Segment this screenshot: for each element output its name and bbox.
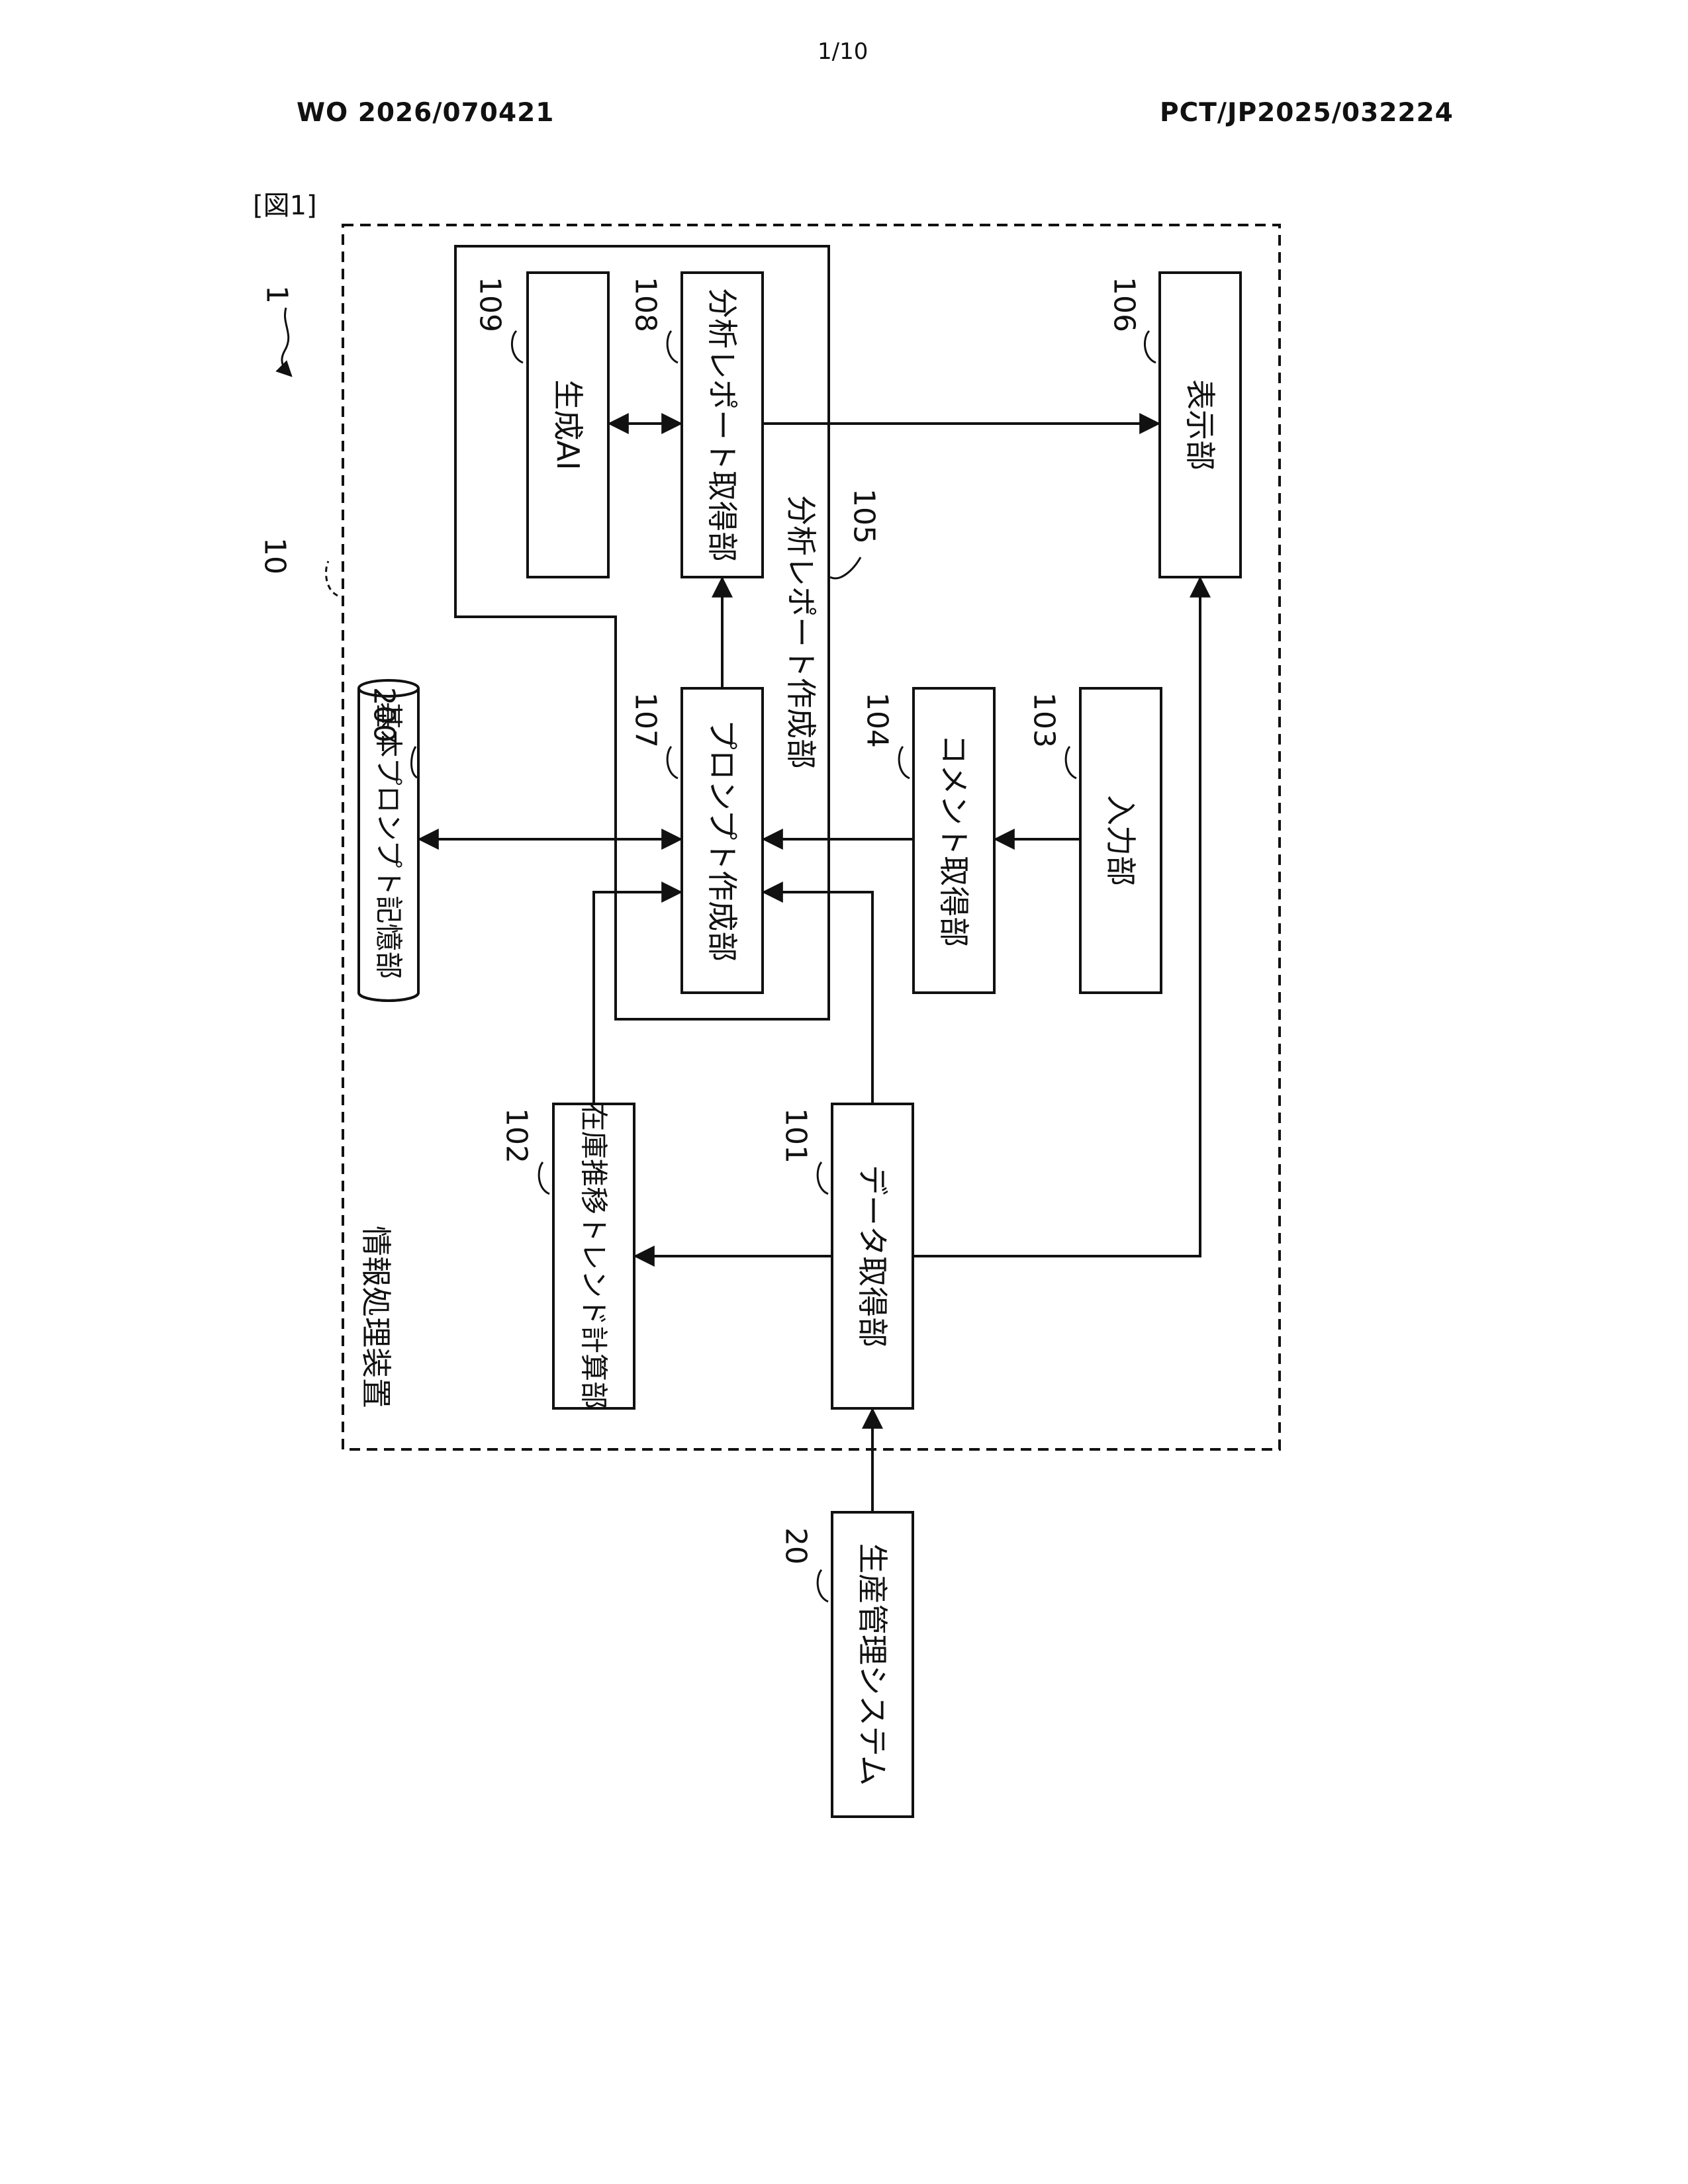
device-label: 情報処理装置: [358, 1226, 394, 1408]
label-106: 表示部: [1182, 379, 1218, 471]
label-109: 生成AI: [550, 379, 586, 470]
ref-109: 109: [473, 277, 507, 332]
arrow-102-to-107: [594, 892, 680, 1104]
ref-1: 1: [260, 285, 294, 304]
label-104: コメント取得部: [936, 734, 972, 947]
ref-103: 103: [1027, 692, 1061, 748]
ref-107: 107: [629, 692, 663, 748]
ref-105: 105: [847, 488, 881, 544]
ref-102: 102: [500, 1108, 534, 1163]
ref-101: 101: [779, 1108, 813, 1163]
ref-108: 108: [629, 277, 663, 332]
label-105: 分析レポート作成部: [783, 495, 819, 769]
ref-104: 104: [861, 692, 894, 748]
ref-200: 200: [367, 687, 401, 743]
label-107: プロンプト作成部: [704, 719, 740, 962]
ref-106: 106: [1107, 277, 1141, 332]
label-102: 在庫推移トレンド計算部: [578, 1103, 610, 1409]
system-1-pointer: [282, 308, 291, 376]
label-108: 分析レポート取得部: [704, 288, 740, 562]
label-103: 入力部: [1103, 795, 1139, 886]
ref-10: 10: [258, 537, 292, 574]
report-creation-unit-outline: [455, 246, 829, 1019]
label-20: 生産管理システム: [855, 1543, 890, 1786]
label-101: データ取得部: [855, 1165, 890, 1347]
arrow-101-to-107: [764, 892, 872, 1104]
label-200: 基本プロンプト記憶部: [373, 702, 405, 979]
ref-20: 20: [779, 1527, 813, 1565]
